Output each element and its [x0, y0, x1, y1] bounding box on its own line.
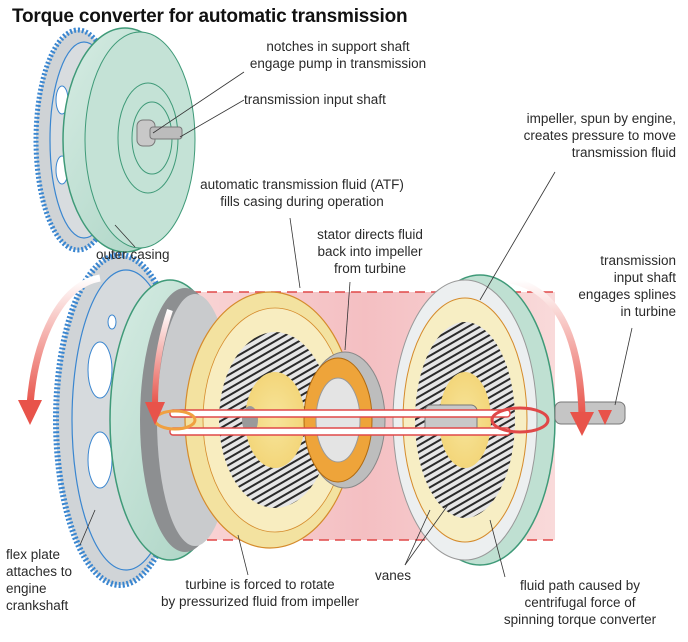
- input-shaft-small: [149, 126, 183, 140]
- label-transmission-input-shaft: transmission input shaft: [244, 92, 386, 107]
- shaft-rotation-arrow: [598, 410, 612, 425]
- flex-plate-rotation-arrow: [26, 274, 101, 406]
- label-outer-casing: outer casing: [96, 247, 170, 262]
- impeller-rotation-arrow: [509, 276, 586, 416]
- assembled-converter: [33, 27, 245, 253]
- label-impeller: impeller, spun by engine, creates pressu…: [523, 111, 676, 160]
- label-flex-plate: flex plate attaches to engine crankshaft: [6, 547, 73, 613]
- label-atf: automatic transmission fluid (ATF) fills…: [200, 177, 404, 209]
- casing-rotation-arrow: [152, 309, 173, 406]
- label-turbine: turbine is forced to rotate by pressuriz…: [160, 577, 360, 609]
- label-fluid-path: fluid path caused by centrifugal force o…: [503, 578, 657, 627]
- label-notches-support-shaft: notches in support shaft engage pump in …: [249, 39, 427, 71]
- label-stator: stator directs fluid back into impeller …: [317, 227, 423, 276]
- label-vanes: vanes: [375, 568, 412, 583]
- exploded-converter: [18, 171, 633, 588]
- diagram-title: Torque converter for automatic transmiss…: [12, 6, 408, 27]
- fluid-path-arrows: [153, 406, 550, 436]
- label-splines: transmission input shaft engages splines…: [578, 253, 676, 319]
